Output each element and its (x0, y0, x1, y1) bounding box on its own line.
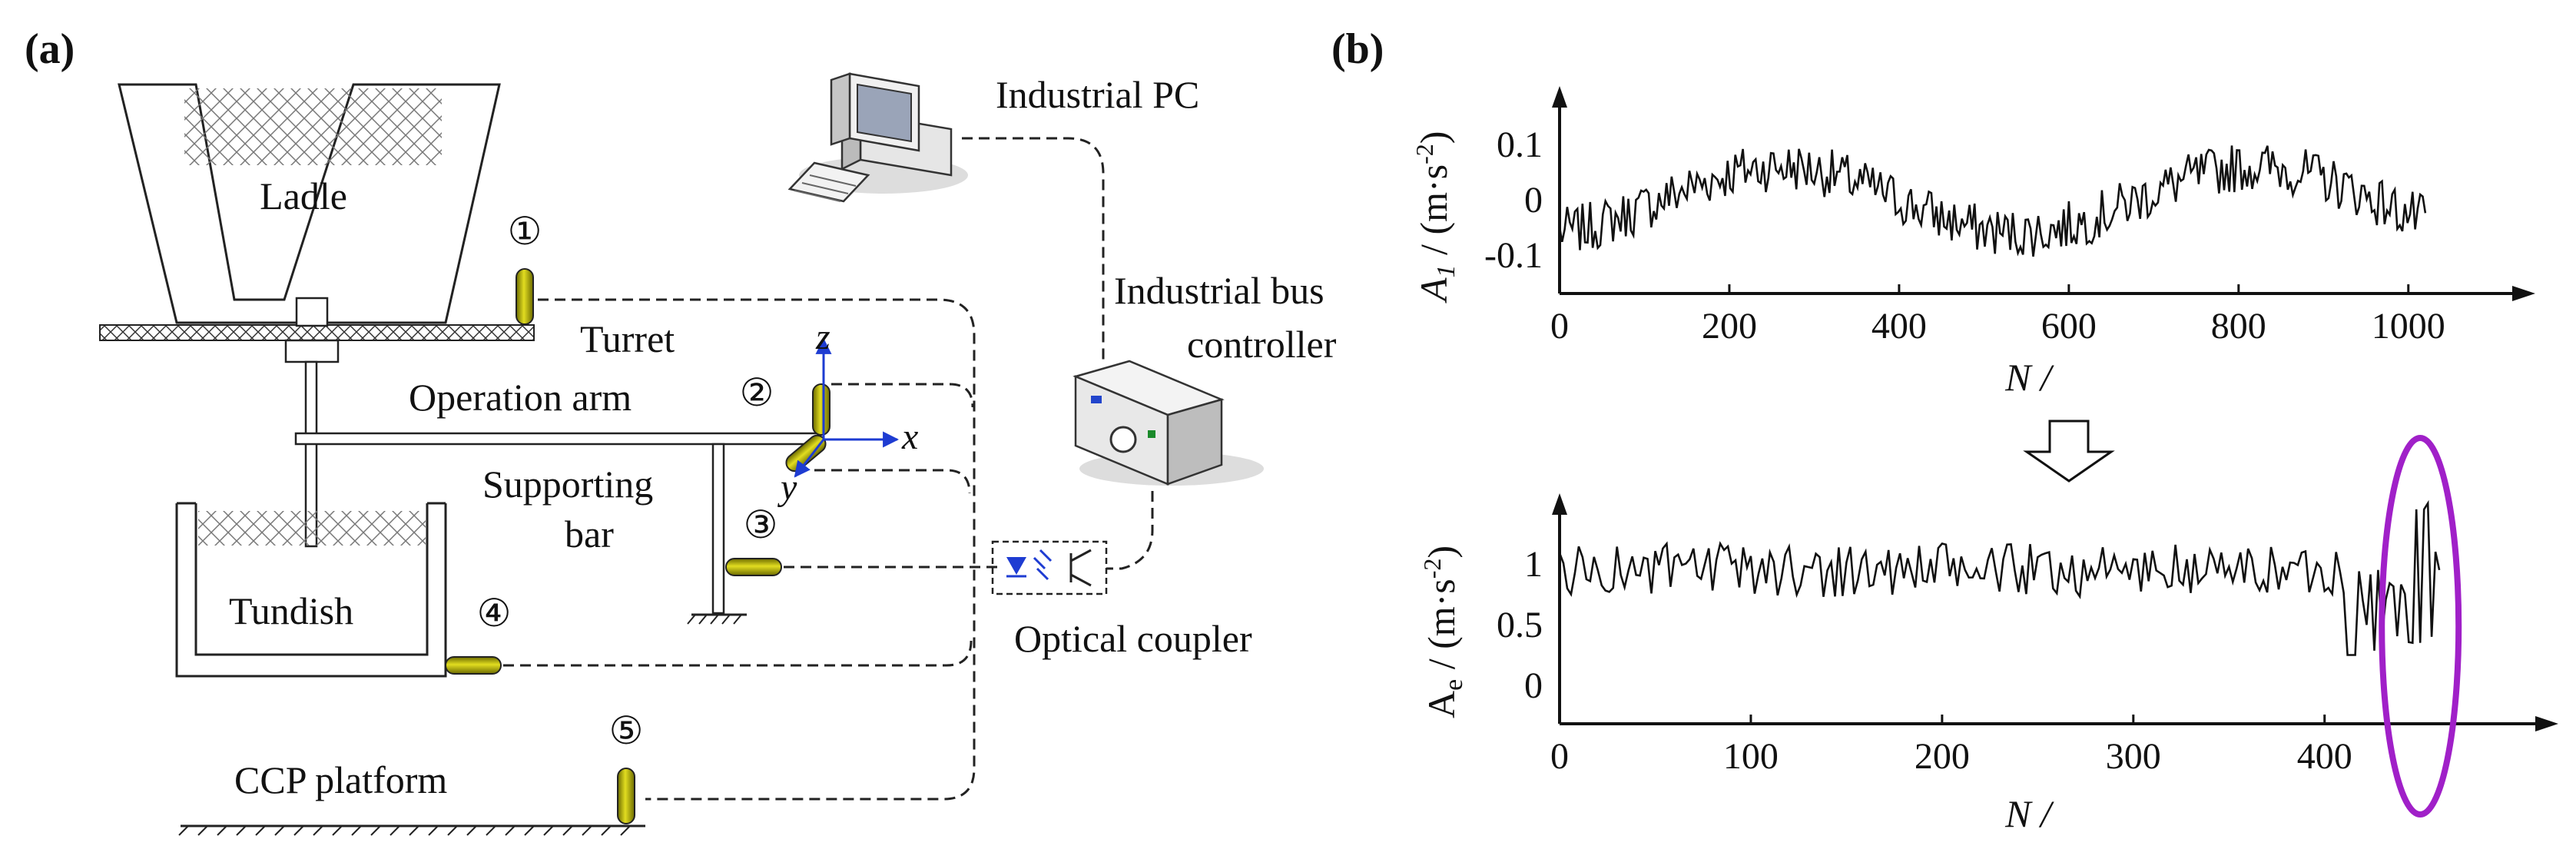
supporting-bar-label-2: bar (565, 512, 614, 556)
panel-a: (a) Ladle Turret Operation arm Supportin… (25, 25, 1337, 836)
wire-sensor-2b (814, 469, 971, 494)
optical-coupler-label: Optical coupler (1014, 617, 1252, 660)
wire-pc-controller (962, 137, 1105, 361)
wire-sensor-1-5 (538, 298, 976, 801)
bus-controller-label-1: Industrial bus (1114, 269, 1324, 312)
turret-beam (99, 324, 535, 341)
sensor-4: ④ (445, 592, 512, 675)
chart-bottom-x-tick-label: 200 (1915, 736, 1970, 777)
nozzle (295, 297, 329, 327)
axis-x-label: x (901, 416, 918, 457)
wire-sensor-4 (503, 640, 973, 667)
sensor-3-label: ③ (744, 503, 778, 546)
shroud-shaft (304, 360, 318, 548)
industrial-pc-icon: Industrial PC (787, 72, 1199, 203)
operation-arm-label: Operation arm (409, 376, 632, 419)
panel-a-label: (a) (25, 25, 75, 73)
chart-bottom-x-tick-label: 100 (1723, 736, 1779, 777)
chart-top-x-tick-label: 1000 (2372, 306, 2445, 347)
sensor-3: ③ (725, 503, 782, 576)
sensor-5: ⑤ (609, 709, 644, 824)
chart-bottom-y-tick-label: 0.5 (1497, 605, 1543, 645)
chart-top-x-tick-label: 800 (2211, 306, 2266, 347)
anomaly-highlight-ellipse (2379, 435, 2462, 818)
bus-controller-icon: Industrial bus controller (1073, 269, 1337, 486)
chart-bottom-x-tick-label: 300 (2106, 736, 2161, 777)
shroud-holder (284, 339, 340, 363)
chart-bottom-x-label: N / (2004, 792, 2054, 835)
down-arrow-icon (2023, 420, 2115, 483)
chart-top-x-tick-label: 600 (2041, 306, 2097, 347)
supporting-bar (711, 443, 725, 615)
ladle: Ladle (118, 83, 501, 324)
chart-top-x-tick-label: 400 (1871, 306, 1927, 347)
ladle-label: Ladle (260, 174, 347, 217)
chart-top-x-tick-label: 200 (1702, 306, 1757, 347)
optical-coupler-icon: Optical coupler (991, 540, 1252, 660)
wire-controller-coupler (1106, 457, 1154, 570)
bus-controller-label-2: controller (1187, 323, 1337, 366)
chart-bottom-x-tick-label: 0 (1550, 736, 1569, 777)
supporting-bar-label-1: Supporting (482, 463, 653, 506)
chart-top-x-label: N / (2004, 356, 2054, 399)
chart-top-x-tick-label: 0 (1550, 306, 1569, 347)
chart-top-y-label: A1 / (m·s-2) (1411, 131, 1460, 303)
operation-arm (294, 432, 820, 446)
sensor-1: ① (508, 210, 542, 325)
chart-bottom-y-tick-label: 0 (1524, 665, 1543, 706)
chart-bottom-series-line (1558, 499, 2441, 656)
axis-z-label: z (815, 317, 830, 357)
chart-top-y-tick-label: 0.1 (1497, 124, 1543, 165)
panel-b-label: (b) (1331, 25, 1384, 73)
chart-top-y-tick-label: -0.1 (1484, 235, 1543, 276)
chart-top-series-line (1558, 145, 2427, 257)
tundish-label: Tundish (229, 589, 353, 632)
tundish: Tundish (175, 502, 447, 678)
sensor-2: ② z x y (740, 317, 919, 508)
sensor-5-label: ⑤ (609, 709, 644, 752)
chart-bottom-y-tick-label: 1 (1524, 544, 1543, 585)
wire-sensor-2a (831, 383, 974, 408)
sensor-1-label: ① (508, 210, 542, 253)
chart-bottom-y-label: Ae / (m·s-2) (1418, 546, 1468, 718)
turret-label: Turret (580, 317, 675, 360)
sensor-2-label: ② (740, 371, 774, 414)
axis-y-label: y (777, 467, 797, 508)
chart-bottom-x-tick-label: 400 (2297, 736, 2352, 777)
industrial-pc-label: Industrial PC (996, 73, 1199, 116)
ccp-platform-label: CCP platform (234, 758, 447, 801)
chart-bottom: Ae / (m·s-2) N / 0 100 200 300 400 1 0.5 0 (1418, 435, 2558, 835)
chart-top-y-tick-label: 0 (1524, 180, 1543, 221)
sensor-4-label: ④ (477, 592, 512, 635)
